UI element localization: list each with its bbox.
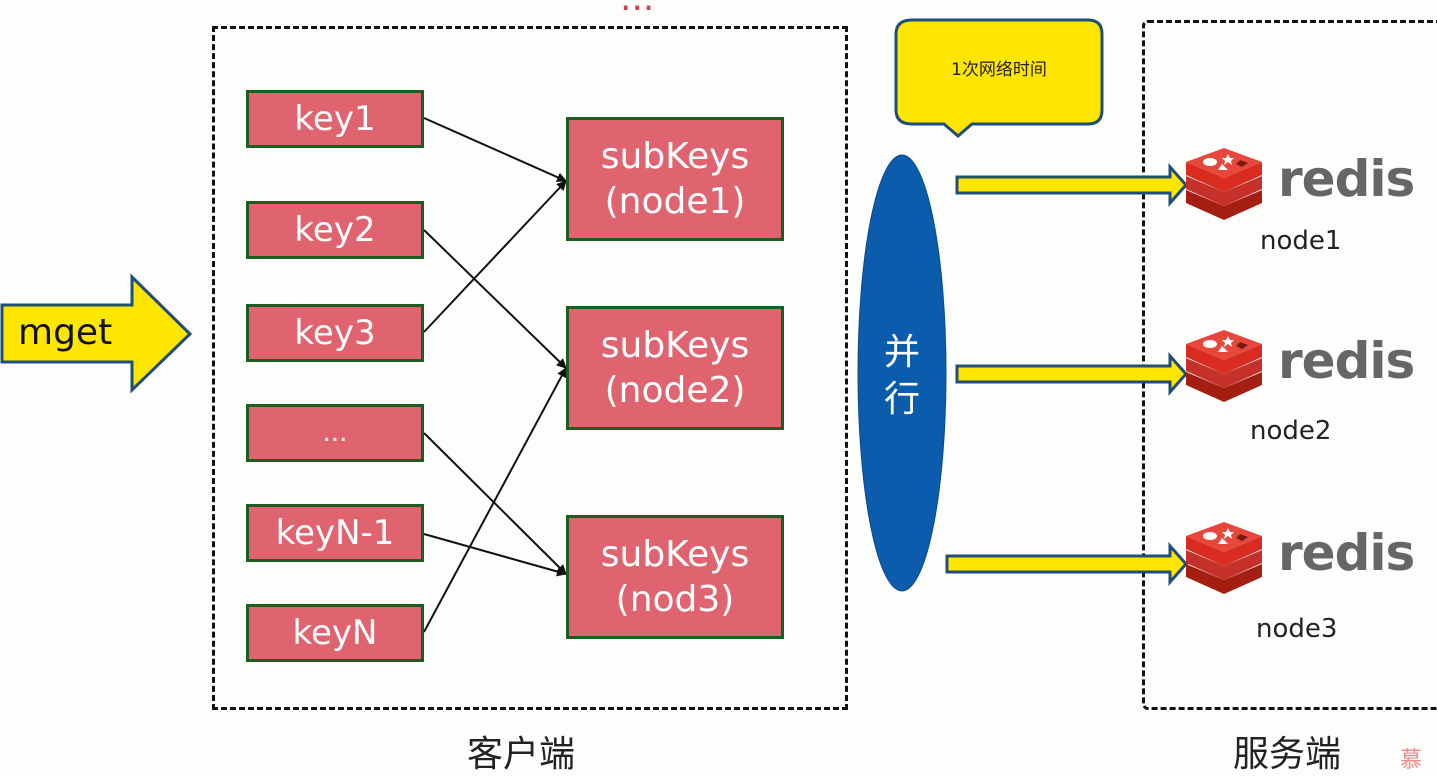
parallel-label-line1: 并 <box>883 332 920 373</box>
parallel-label-line2: 行 <box>883 378 920 420</box>
subkeys-node: (nod3) <box>615 579 735 620</box>
parallel-ellipse <box>857 154 947 592</box>
title-partial: ... <box>620 0 654 19</box>
mapping-lines <box>423 117 567 633</box>
subkeys-node: (node1) <box>604 181 746 222</box>
key-box: key3 <box>246 304 424 362</box>
node-label: node3 <box>1256 614 1338 644</box>
line-key1-node1 <box>423 117 567 182</box>
key-box: key2 <box>246 201 424 259</box>
key-label: ... <box>322 418 348 448</box>
mget-label: mget <box>18 312 113 353</box>
key-label: keyN <box>292 613 378 653</box>
line-key3-node1 <box>423 180 567 333</box>
arrow-to-node3 <box>945 542 1189 586</box>
key-label: key2 <box>294 210 376 250</box>
watermark-flame-icon: 慕 <box>1400 742 1422 774</box>
line-dots-node3 <box>423 432 567 575</box>
subkeys-title: subKeys <box>600 136 750 177</box>
line-keyN-node2 <box>423 367 567 633</box>
subkeys-box-node3: subKeys (nod3) <box>566 515 784 639</box>
key-box: keyN <box>246 604 424 662</box>
subkeys-title: subKeys <box>600 534 750 575</box>
line-keyN1-node3 <box>423 533 567 577</box>
key-box: key1 <box>246 90 424 148</box>
client-label: 客户端 <box>467 734 576 775</box>
redis-logo-icon <box>1186 330 1262 402</box>
subkeys-box-node2: subKeys (node2) <box>566 306 784 430</box>
subkeys-node: (node2) <box>604 370 746 411</box>
network-time-callout <box>894 18 1104 138</box>
redis-brand-text: redis <box>1278 332 1415 390</box>
subkeys-box-node1: subKeys (node1) <box>566 117 784 241</box>
key-box: keyN-1 <box>246 504 424 562</box>
mget-arrow <box>0 273 193 394</box>
redis-brand-text: redis <box>1278 150 1415 208</box>
node-label: node2 <box>1250 416 1332 446</box>
redis-logo-icon <box>1186 148 1262 220</box>
arrow-to-node1 <box>955 163 1189 207</box>
key-label: key3 <box>294 313 376 353</box>
callout-text: 1次网络时间 <box>951 60 1047 80</box>
client-box <box>212 26 848 710</box>
key-label: key1 <box>294 99 376 139</box>
key-box: ... <box>246 404 424 462</box>
redis-logo-icon <box>1186 522 1262 594</box>
arrow-to-node2 <box>955 352 1189 396</box>
watermark-text: 慕 <box>1400 748 1423 773</box>
line-key2-node2 <box>423 229 567 369</box>
key-label: keyN-1 <box>275 513 395 553</box>
title-partial-text: ... <box>620 0 654 19</box>
node-label: node1 <box>1260 226 1342 256</box>
subkeys-title: subKeys <box>600 325 750 366</box>
parallel-label: 并 行 <box>860 330 944 424</box>
redis-brand-text: redis <box>1278 524 1415 582</box>
server-label: 服务端 <box>1233 734 1342 775</box>
